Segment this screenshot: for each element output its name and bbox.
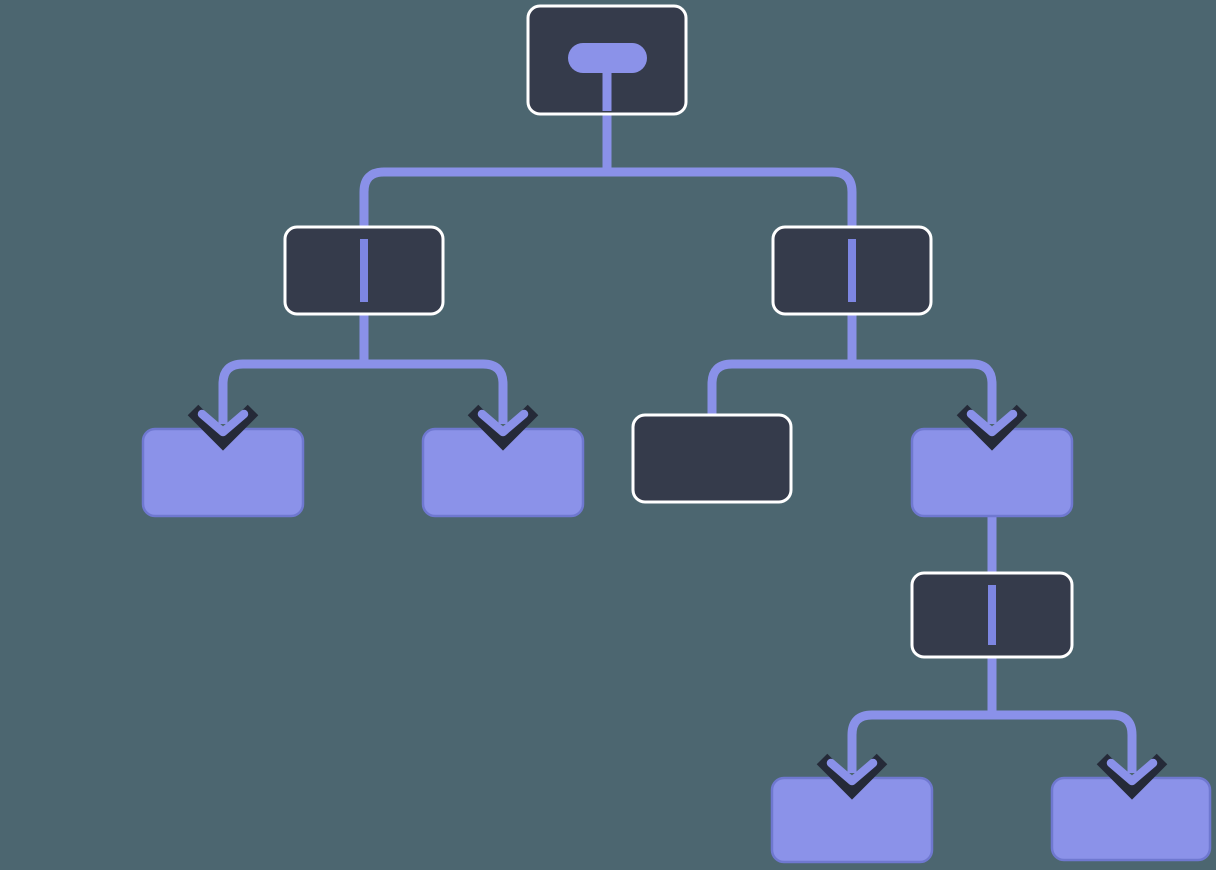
- chevron-down-purple: [826, 758, 878, 786]
- merge-arrow-icon: [956, 404, 1028, 451]
- connector-edges: [218, 60, 1137, 773]
- merge-arrows: [187, 404, 1168, 800]
- merge-arrow-icon: [187, 404, 259, 451]
- edge-branch-right-children: [707, 359, 997, 440]
- chevron-down-purple: [477, 409, 529, 437]
- chevron-down-purple: [966, 409, 1018, 437]
- edge-root-branches: [359, 167, 857, 245]
- pill-shape: [568, 43, 647, 73]
- edge-branch-bottom-children: [847, 710, 1137, 773]
- node-right-1[interactable]: [631, 413, 793, 504]
- chevron-down-purple: [197, 409, 249, 437]
- chevron-down-purple: [1106, 758, 1158, 786]
- edge-branch-left-children: [218, 359, 508, 424]
- merge-arrow-icon: [1096, 753, 1168, 800]
- pill-connector-icon: [568, 43, 647, 111]
- node-cards: [141, 4, 1212, 864]
- merge-arrow-icon: [816, 753, 888, 800]
- merge-arrow-icon: [467, 404, 539, 451]
- pill-stem: [602, 70, 612, 111]
- node-icons: [360, 43, 996, 645]
